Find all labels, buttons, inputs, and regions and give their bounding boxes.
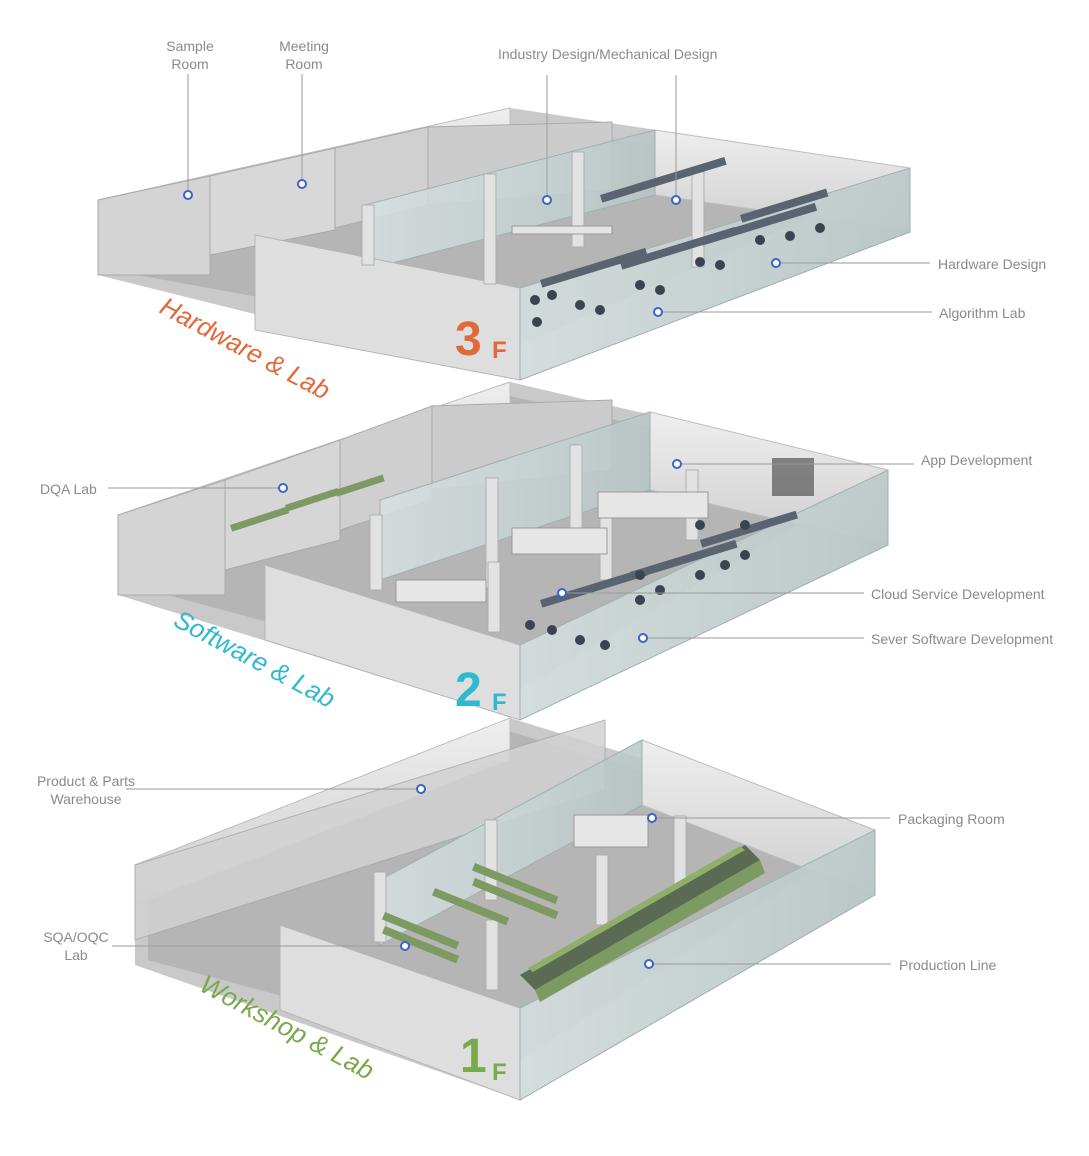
floor-2-column bbox=[369, 514, 383, 591]
floor-3-column bbox=[483, 173, 497, 285]
cloud-service-label: Cloud Service Development bbox=[871, 586, 1045, 602]
floor-2-column bbox=[569, 444, 583, 536]
marker-app-development bbox=[672, 459, 682, 469]
floor-3: 3 F Hardware & Lab bbox=[97, 107, 911, 406]
floor-1-front-glass bbox=[519, 829, 876, 1101]
marker-packaging-room bbox=[647, 813, 657, 823]
floor-3-column bbox=[691, 171, 705, 268]
floor-1-benches bbox=[382, 863, 559, 964]
marker-meeting-room bbox=[297, 179, 307, 189]
floor-3-number: 3 bbox=[455, 313, 482, 366]
marker-production-line bbox=[644, 959, 654, 969]
hardware-design-label: Hardware Design bbox=[938, 256, 1047, 272]
app-development-label: App Development bbox=[921, 452, 1033, 468]
floor-1-suffix: F bbox=[492, 1059, 507, 1086]
marker-sqa-oqc bbox=[400, 941, 410, 951]
floor-2-dqa-room bbox=[117, 479, 226, 596]
floor-2-benches bbox=[230, 474, 385, 532]
floor-2-room-b bbox=[224, 439, 341, 571]
sqa-oqc-label: SQA/OQC Lab bbox=[43, 929, 109, 963]
floor-3-desks bbox=[511, 156, 829, 288]
product-parts-label: Product & Parts Warehouse bbox=[36, 773, 136, 807]
floor-1-packaging-shelf bbox=[573, 814, 649, 848]
floor-2-suffix: F bbox=[492, 689, 507, 716]
marker-product-parts bbox=[416, 784, 426, 794]
marker-hardware-design bbox=[771, 258, 781, 268]
dqa-lab-label: DQA Lab bbox=[40, 481, 97, 497]
floor-1-column bbox=[673, 815, 687, 887]
floor-2-desks bbox=[395, 491, 798, 608]
floor-2-column bbox=[487, 561, 501, 633]
floor-1: 1 F Workshop & Lab bbox=[134, 717, 876, 1101]
location-markers bbox=[183, 179, 781, 969]
floor-3-sample-room bbox=[97, 175, 211, 276]
floor-3-suffix: F bbox=[492, 337, 507, 364]
floor-1-column bbox=[595, 854, 609, 926]
floor-3-column bbox=[361, 204, 375, 266]
floor-2: 2 F Software & Lab bbox=[117, 381, 889, 721]
floor-3-column bbox=[571, 151, 585, 248]
marker-industry-design-a bbox=[542, 195, 552, 205]
production-line-label: Production Line bbox=[899, 957, 997, 973]
marker-cloud-service bbox=[557, 588, 567, 598]
marker-industry-design-b bbox=[671, 195, 681, 205]
floor-1-column bbox=[484, 819, 498, 901]
floor-2-chairs bbox=[525, 520, 750, 650]
floor-1-production-line bbox=[520, 845, 765, 1002]
floor-1-column bbox=[373, 871, 387, 943]
sample-room-label: Sample Room bbox=[166, 38, 214, 72]
marker-dqa-lab bbox=[278, 483, 288, 493]
floor-2-number: 2 bbox=[455, 664, 482, 717]
floor-1-column bbox=[485, 919, 499, 991]
industry-design-label: Industry Design/Mechanical Design bbox=[498, 46, 718, 62]
packaging-room-label: Packaging Room bbox=[898, 811, 1005, 827]
marker-algorithm-lab bbox=[653, 307, 663, 317]
floor-3-meeting-room bbox=[209, 147, 336, 256]
marker-sample-room bbox=[183, 190, 193, 200]
marker-sever-software bbox=[638, 633, 648, 643]
floor-3-chairs bbox=[530, 223, 825, 327]
floor-1-number: 1 bbox=[460, 1030, 487, 1083]
leader-lines bbox=[108, 74, 932, 965]
meeting-room-label: Meeting Room bbox=[279, 38, 329, 72]
sever-software-label: Sever Software Development bbox=[871, 631, 1054, 647]
algorithm-lab-label: Algorithm Lab bbox=[939, 305, 1026, 321]
